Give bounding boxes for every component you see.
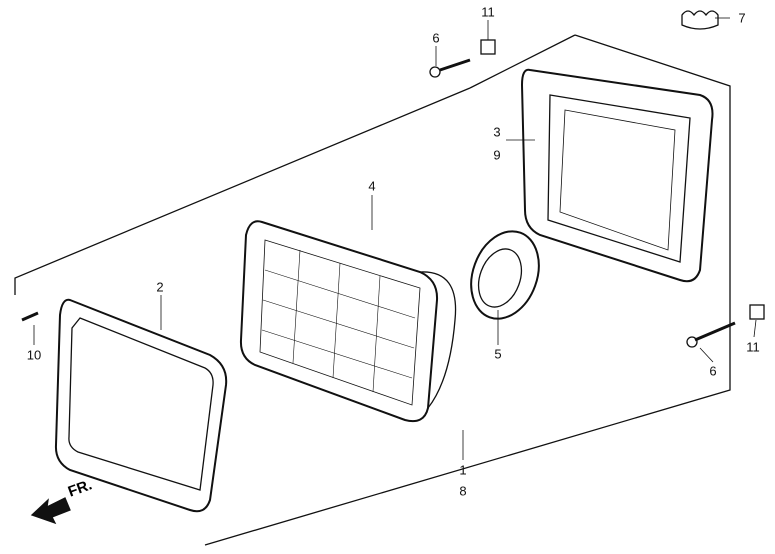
label-9: 9	[493, 147, 501, 163]
label-11-top: 11	[481, 4, 495, 20]
spring-7	[681, 10, 719, 30]
front-arrow-icon	[30, 497, 71, 525]
label-5: 5	[494, 346, 502, 362]
label-11-bottom: 11	[746, 339, 760, 355]
label-6-bottom: 6	[709, 363, 717, 379]
label-1: 1	[459, 462, 467, 478]
socket-5	[470, 230, 540, 320]
sealed-beam-4	[239, 220, 457, 423]
label-2: 2	[156, 279, 164, 295]
label-10: 10	[26, 347, 42, 363]
label-8: 8	[459, 483, 467, 499]
headlight-bezel-2	[54, 298, 228, 513]
label-7: 7	[738, 10, 746, 26]
leader-lines	[33, 17, 757, 460]
screws	[21, 39, 765, 348]
label-6-top: 6	[432, 30, 440, 46]
label-4: 4	[368, 178, 376, 194]
mounting-ring-3	[520, 68, 714, 283]
assembly-outline	[14, 34, 731, 546]
label-3: 3	[493, 124, 501, 140]
